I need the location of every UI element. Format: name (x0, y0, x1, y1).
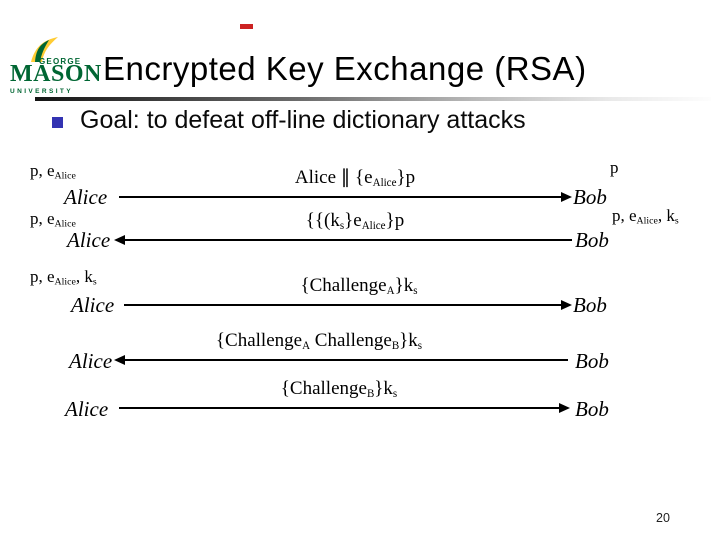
bob-state-label: p, eAlice, ks (612, 206, 679, 227)
slide-title: Encrypted Key Exchange (RSA) (103, 50, 587, 87)
bob-actor-label: Bob (575, 228, 609, 252)
logo-george-text: GEORGE (39, 57, 82, 66)
message-label: Alice ∥ {eAlice}p (294, 167, 416, 189)
bob-actor-label: Bob (573, 293, 607, 317)
bob-state-label: p (610, 158, 619, 177)
accent-dash (240, 24, 253, 29)
bullet-square-icon (52, 117, 63, 128)
message-arrow-left-icon (114, 355, 568, 365)
message-arrow-right-icon (119, 192, 572, 202)
alice-actor-label: Alice (64, 185, 108, 209)
bob-actor-label: Bob (575, 397, 609, 421)
alice-actor-label: Alice (65, 397, 109, 421)
bob-actor-label: Bob (573, 185, 607, 209)
leaf-icon (31, 37, 58, 62)
message-arrow-left-icon (114, 235, 572, 245)
message-label: {ChallengeA ChallengeB}ks (215, 330, 423, 352)
message-label: {ChallengeB}ks (280, 378, 398, 400)
alice-actor-label: Alice (69, 349, 113, 373)
gmu-logo: GEORGE MASON UNIVERSITY (8, 37, 108, 104)
goal-text: Goal: to defeat off-line dictionary atta… (80, 106, 526, 134)
message-arrow-right-icon (124, 300, 572, 310)
alice-state-label: p, eAlice (30, 161, 76, 182)
alice-actor-label: Alice (71, 293, 115, 317)
page-number: 20 (656, 511, 670, 525)
logo-mason-text: MASON (10, 61, 102, 87)
message-label: {ChallengeA}ks (300, 275, 418, 297)
message-arrow-right-icon (119, 403, 570, 413)
alice-state-label: p, eAlice, ks (30, 267, 97, 288)
bob-actor-label: Bob (575, 349, 609, 373)
alice-state-label: p, eAlice (30, 209, 76, 230)
logo-university-text: UNIVERSITY (10, 88, 74, 95)
alice-actor-label: Alice (67, 228, 111, 252)
message-label: {{(ks}eAlice}p (305, 210, 405, 232)
title-underline-rule (35, 97, 711, 101)
